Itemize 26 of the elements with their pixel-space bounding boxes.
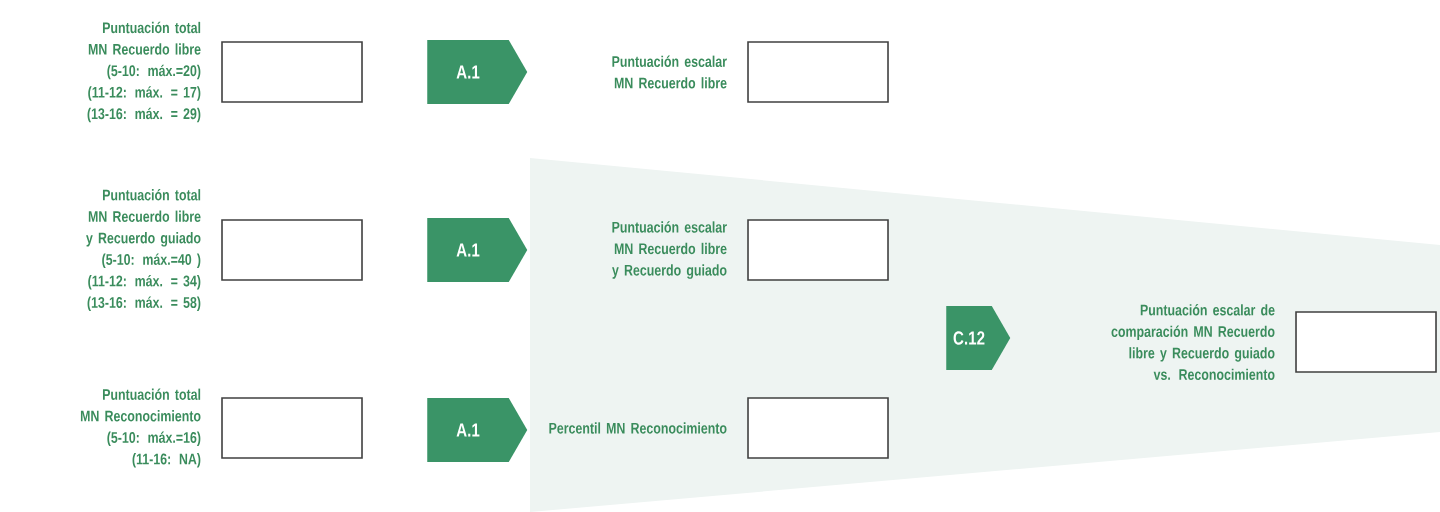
node-label: (13-16: máx. = 58)	[87, 296, 201, 312]
field-label: Percentil MN Reconocimiento	[549, 422, 727, 434]
table-reference-tab: A.1	[427, 218, 528, 282]
field-label: Puntuación total MN Recuerdo libre y Recuerdo guiado (5-10: máx.=40 ) (11-12: máx. = 34) (13-16: máx. = 58)	[86, 188, 201, 312]
node-label: (5-10: máx.=20)	[107, 64, 201, 80]
field-label: Puntuación escalar MN Recuerdo libre	[612, 55, 727, 89]
node-label: (5-10: máx.=40 )	[102, 253, 201, 269]
node-label: Puntuación total MN Recuerdo libre	[88, 21, 201, 55]
answer-box	[221, 219, 363, 281]
answer-box	[1295, 311, 1437, 373]
node-label: (11-12: máx. = 34)	[88, 274, 201, 290]
answer-box	[747, 219, 889, 281]
table-reference-tab: A.1	[427, 40, 528, 104]
table-reference-tab: A.1	[427, 398, 528, 462]
field-label: Puntuación total MN Recuerdo libre (5-10: máx.=20) (11-12: máx. = 17) (13-16: máx. = 29)	[87, 21, 201, 123]
node-label: Puntuación total MN Recuerdo libre y Recuerdo guiado	[86, 188, 201, 247]
node-label: (11-12: máx. = 17)	[88, 86, 201, 101]
answer-box	[747, 397, 889, 459]
answer-box	[221, 41, 363, 103]
table-reference-tab: C.12	[946, 306, 1011, 370]
field-label: Puntuación escalar MN Recuerdo libre y Recuerdo guiado	[612, 221, 727, 279]
field-label: Puntuación escalar de comparación MN Recuerdo libre y Recuerdo guiado vs. Reconocimiento	[1111, 304, 1275, 380]
answer-box	[747, 41, 889, 103]
field-label: Puntuación total MN Reconocimiento (5-10: máx.=16) (11-16: NA)	[80, 388, 201, 468]
node-label: (13-16: máx. = 29)	[87, 107, 201, 123]
answer-box	[221, 397, 363, 459]
